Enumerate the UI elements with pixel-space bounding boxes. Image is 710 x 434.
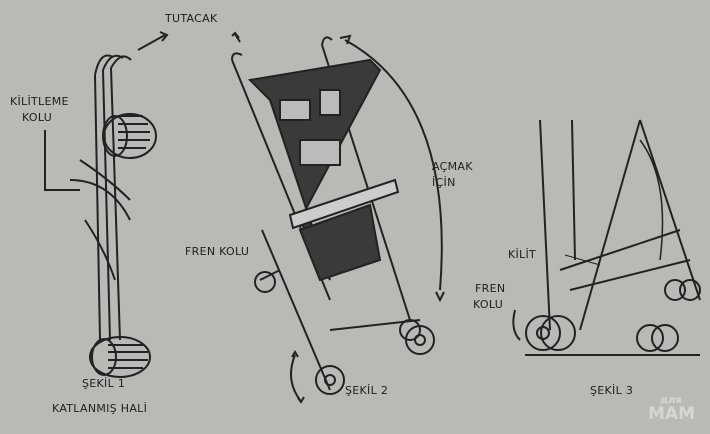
- open-label-line2: İÇİN: [432, 176, 456, 189]
- folded-stroller-figure: [44, 31, 169, 378]
- lock-label: KİLİT: [508, 248, 537, 261]
- watermark-line2: МАМ: [648, 404, 695, 424]
- watermark-line1: для: [660, 395, 682, 406]
- handle-label: TUTACAK: [165, 12, 218, 25]
- lock-lever-label-line1: KİLİTLEME: [10, 95, 69, 108]
- open-stroller-figure: [231, 31, 445, 404]
- brake-label-line2: KOLU: [473, 298, 504, 311]
- figure3-title: ŞEKİL 3: [590, 384, 634, 397]
- brake-lever-label: FREN KOLU: [185, 245, 250, 258]
- open-label-line1: AÇMAK: [432, 160, 473, 173]
- figure1-subtitle: KATLANMIŞ HALİ: [52, 402, 148, 415]
- brake-label-line1: FREN: [475, 282, 506, 295]
- figure1-title: ŞEKİL 1: [82, 377, 126, 390]
- lock-lever-label-line2: KOLU: [22, 111, 53, 124]
- closeup-stroller-figure: [512, 119, 701, 356]
- figure2-title: ŞEKİL 2: [345, 384, 389, 397]
